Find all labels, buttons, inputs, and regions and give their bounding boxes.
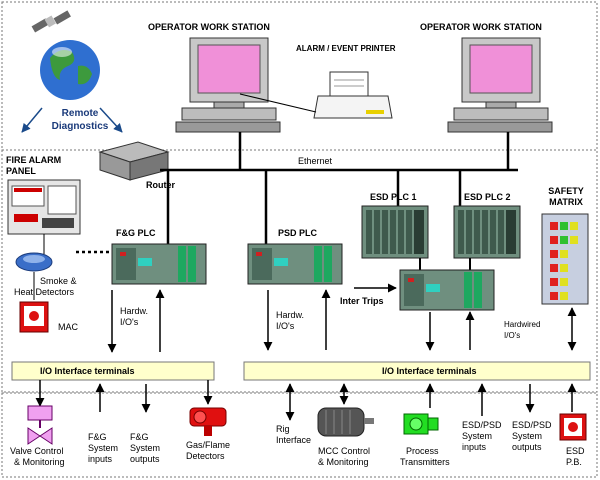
process-transmitter-icon — [403, 413, 439, 435]
io-bar-right — [243, 361, 591, 381]
motor-icon — [317, 407, 374, 437]
hardw-left-label-2: I/O's — [120, 317, 139, 327]
io-bar-left — [11, 361, 215, 381]
fg-outputs-label-3: outputs — [130, 454, 160, 464]
workstation-right-icon — [447, 37, 553, 133]
safety-matrix-label-2: MATRIX — [549, 197, 583, 207]
mcc-label-2: & Monitoring — [318, 457, 369, 467]
esd-plc2-label: ESD PLC 2 — [464, 192, 511, 202]
printer-label: ALARM / EVENT PRINTER — [296, 44, 396, 53]
fg-inputs-label-1: F&G — [88, 432, 107, 442]
safety-matrix-icon — [541, 213, 589, 305]
esdpsd-inputs-label-2: System — [462, 431, 493, 441]
psd-plc-icon — [247, 243, 343, 285]
satellite-icon — [31, 10, 71, 33]
esd-plc1-label: ESD PLC 1 — [370, 192, 417, 202]
fg-plc-label: F&G PLC — [116, 228, 156, 238]
esd-pb-label-1: ESD — [566, 446, 585, 456]
rig-label-2: Interface — [276, 435, 312, 445]
gas-flame-detector-icon — [189, 407, 227, 436]
mac-icon — [19, 301, 49, 333]
fire-panel-label-1: FIRE ALARM — [6, 155, 62, 165]
valve-label-2: & Monitoring — [14, 457, 65, 467]
hardwired-label-1: Hardwired — [504, 320, 541, 329]
process-label-2: Transmitters — [400, 457, 450, 467]
smoke-label-1: Smoke & — [40, 276, 77, 286]
fire-alarm-panel-icon — [7, 179, 81, 235]
frame-bottom — [1, 392, 598, 478]
esd-pb-label-2: P.B. — [566, 457, 582, 467]
esdpsd-inputs-label-3: inputs — [462, 442, 487, 452]
process-label-1: Process — [406, 446, 439, 456]
fg-outputs-label-1: F&G — [130, 432, 149, 442]
router-icon — [98, 141, 170, 181]
globe-icon — [40, 40, 100, 100]
remote-arrow-right — [99, 107, 123, 133]
esdpsd-outputs-label-1: ESD/PSD — [512, 420, 552, 430]
router-label: Router — [146, 180, 175, 190]
esd-plc2-icon — [453, 205, 521, 259]
hardw-left-label-1: Hardw. — [120, 306, 149, 316]
ows-right-label: OPERATOR WORK STATION — [420, 22, 542, 32]
hardw-mid-label-2: I/O's — [276, 321, 295, 331]
inter-trips-plc-icon — [399, 269, 495, 311]
esd-pushbutton-icon — [559, 413, 587, 441]
printer-icon — [313, 71, 393, 119]
fg-inputs-label-2: System — [88, 443, 119, 453]
fire-panel-label-2: PANEL — [6, 166, 36, 176]
valve-label-1: Valve Control — [10, 446, 64, 456]
psd-plc-label: PSD PLC — [278, 228, 318, 238]
smoke-detector-icon — [15, 252, 53, 272]
esdpsd-outputs-label-2: System — [512, 431, 543, 441]
inter-trips-label: Inter Trips — [340, 296, 384, 306]
remote-label-1: Remote — [61, 108, 99, 119]
printer-cable — [239, 93, 317, 113]
safety-matrix-label-1: SAFETY — [548, 186, 584, 196]
io-left-label: I/O Interface terminals — [40, 366, 135, 376]
fg-plc-icon — [111, 243, 207, 285]
frame-middle — [1, 149, 598, 393]
fg-inputs-label-3: inputs — [88, 454, 113, 464]
remote-label-2: Diagnostics — [51, 121, 109, 132]
mac-label: MAC — [58, 322, 78, 332]
rig-label-1: Rig — [276, 424, 290, 434]
hardwired-label-2: I/O's — [504, 331, 521, 340]
smoke-label-2: Heat Detectors — [14, 287, 75, 297]
fg-outputs-label-2: System — [130, 443, 161, 453]
gas-label-2: Detectors — [186, 451, 225, 461]
esdpsd-outputs-label-3: outputs — [512, 442, 542, 452]
ethernet-label: Ethernet — [298, 156, 333, 166]
valve-icon — [27, 405, 53, 445]
esd-plc1-icon — [361, 205, 429, 259]
io-right-label: I/O Interface terminals — [382, 366, 477, 376]
esdpsd-inputs-label-1: ESD/PSD — [462, 420, 502, 430]
hardw-mid-label-1: Hardw. — [276, 310, 305, 320]
mcc-label-1: MCC Control — [318, 446, 371, 456]
gas-label-1: Gas/Flame — [186, 440, 231, 450]
ows-left-label: OPERATOR WORK STATION — [148, 22, 270, 32]
workstation-left-icon — [175, 37, 281, 133]
remote-arrow-left — [21, 107, 43, 133]
